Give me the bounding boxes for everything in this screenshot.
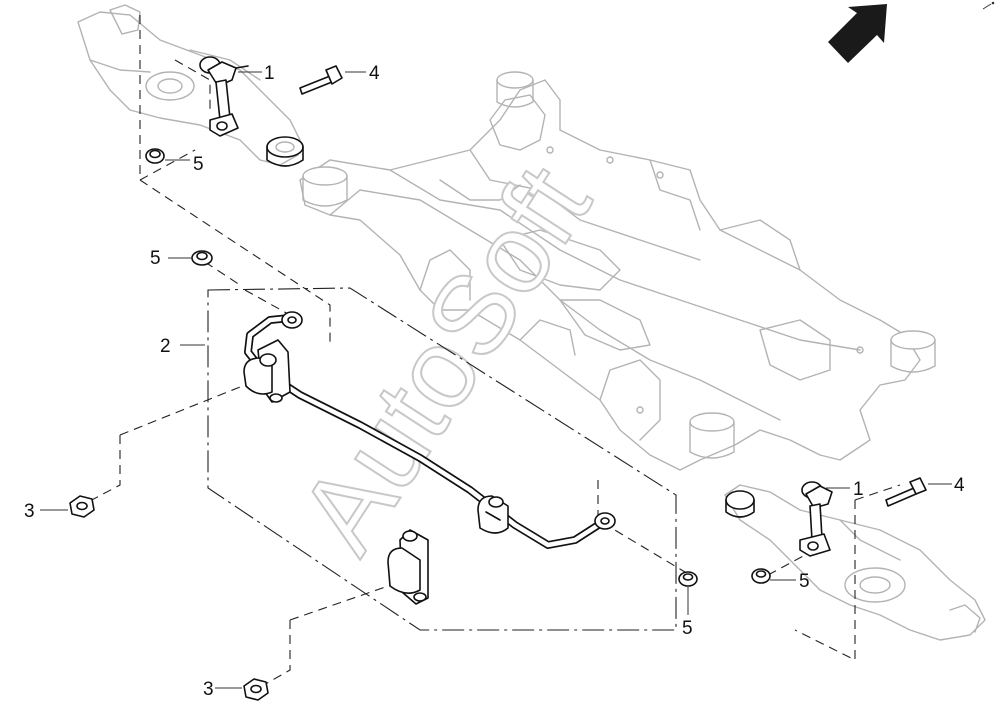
stabilizer-link-upper bbox=[199, 56, 249, 137]
nut-5-upper-left bbox=[145, 148, 165, 164]
left-lower-control-arm bbox=[77, 4, 304, 167]
callout-3-lower: 3 bbox=[203, 679, 214, 700]
callout-2-stabilizer-bar: 2 bbox=[160, 336, 171, 357]
stabilizer-link-lower bbox=[799, 481, 833, 557]
watermark: AutoSoft bbox=[274, 144, 615, 574]
assembly-guide-lines bbox=[87, 15, 901, 687]
callout-5-middle-left: 5 bbox=[150, 248, 161, 269]
right-lower-control-arm bbox=[724, 484, 986, 641]
callout-4-upper: 4 bbox=[369, 63, 380, 84]
nut-5-lower-right bbox=[751, 568, 771, 584]
nut-5-right bbox=[678, 571, 698, 587]
stabilizer-bushing-bracket bbox=[387, 529, 429, 605]
callout-labels: 1 4 5 5 2 3 1 4 5 5 3 bbox=[24, 63, 965, 700]
callout-3-left: 3 bbox=[24, 501, 35, 522]
bolt-upper bbox=[299, 65, 343, 95]
callout-5-right: 5 bbox=[682, 618, 693, 639]
rear-subframe bbox=[299, 71, 936, 471]
watermark-text: AutoSoft bbox=[275, 145, 614, 573]
nut-3-lower bbox=[243, 678, 269, 701]
forward-arrow-icon bbox=[828, 4, 887, 63]
callout-4-lower: 4 bbox=[954, 475, 965, 496]
nut-3-left bbox=[69, 495, 95, 518]
callout-5-upper-left: 5 bbox=[193, 154, 204, 175]
nut-5-middle-left bbox=[191, 250, 213, 266]
callout-5-lower-right: 5 bbox=[799, 571, 810, 592]
callout-leaders bbox=[40, 71, 952, 689]
stabilizer-bushing-left bbox=[243, 339, 291, 403]
corner-mark-icon bbox=[982, 1, 995, 10]
bolt-lower bbox=[885, 477, 927, 507]
stabilizer-bar bbox=[244, 311, 616, 549]
callout-1-lower: 1 bbox=[853, 479, 864, 500]
callout-1-upper: 1 bbox=[264, 63, 275, 84]
stabilizer-bushing-center bbox=[477, 495, 509, 534]
